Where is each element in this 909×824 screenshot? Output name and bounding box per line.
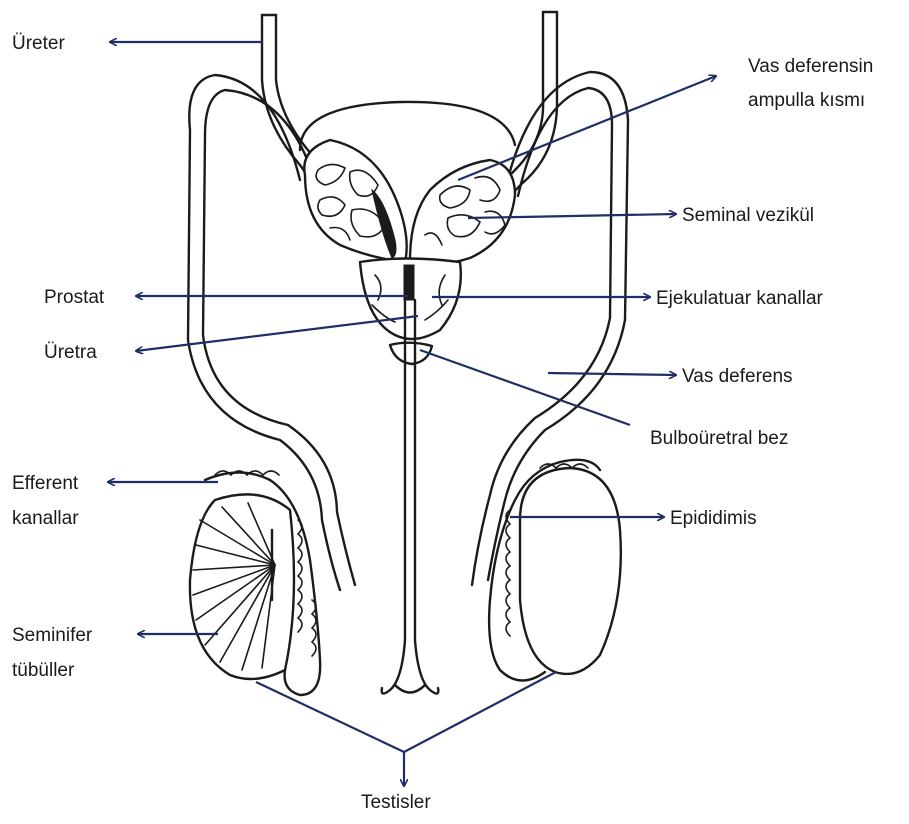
label-ejaculatory-ducts: Ejekulatuar kanallar [656, 288, 824, 309]
label-urethra: Üretra [44, 342, 97, 363]
label-bulbourethral: Bulboüretral bez [650, 428, 788, 449]
left-testis [190, 494, 294, 679]
bulbourethral-gland [390, 343, 432, 364]
label-prostate: Prostat [44, 287, 105, 308]
label-seminiferous-line2: tübüller [12, 660, 75, 681]
label-seminal-vesicle: Seminal vezikül [682, 205, 814, 226]
leader-lines [108, 42, 716, 786]
label-seminiferous-line1: Seminifer [12, 625, 93, 646]
leader-ampulla [458, 76, 716, 180]
labels: Üreter Vas deferensin ampulla kısmı Semi… [12, 33, 873, 813]
label-vas-deferens: Vas deferens [682, 366, 793, 387]
left-seminal-vesicle [304, 140, 406, 262]
label-testes: Testisler [361, 792, 431, 813]
leader-vas-deferens [548, 373, 676, 375]
label-ureter: Üreter [12, 33, 65, 54]
label-ampulla-line2: ampulla kısmı [748, 90, 865, 111]
right-testis [520, 468, 621, 674]
label-epididymis: Epididimis [670, 508, 757, 529]
leader-bulbourethral [420, 350, 630, 425]
prostate-gland [360, 259, 461, 340]
right-seminal-vesicle [410, 160, 515, 264]
label-efferent-line1: Efferent [12, 473, 79, 494]
label-efferent-line2: kanallar [12, 508, 79, 529]
label-ampulla-line1: Vas deferensin [748, 56, 873, 77]
leader-urethra [136, 316, 418, 351]
reproductive-anatomy-drawing [188, 12, 628, 695]
leader-testes-right [404, 672, 556, 752]
